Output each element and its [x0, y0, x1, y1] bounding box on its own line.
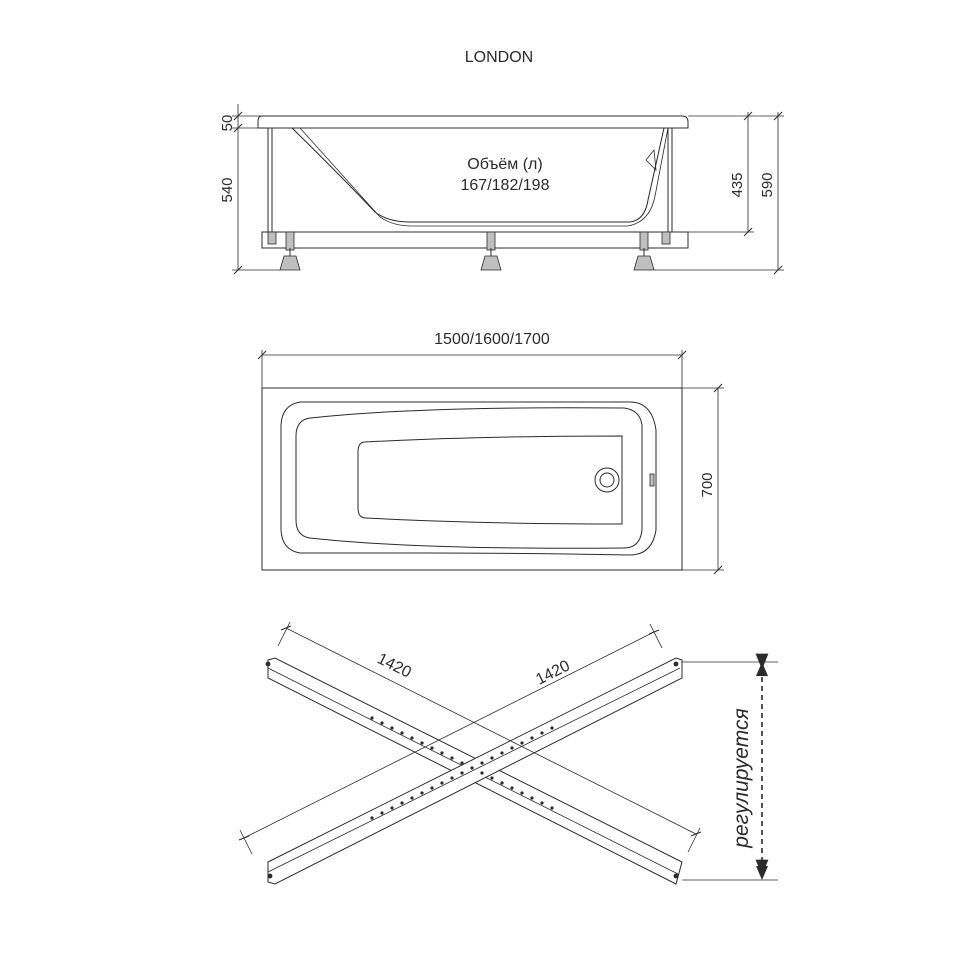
volume-label: Объём (л) [467, 156, 542, 173]
foot-right [633, 231, 655, 271]
dim-length: 1500/1600/1700 [434, 331, 550, 348]
frame-bar [261, 231, 689, 249]
foot-left [279, 231, 301, 271]
beam-a-holes [370, 716, 554, 810]
dim-line-beam-a [285, 627, 697, 835]
tub-bowl-outer [280, 401, 657, 556]
beam-b-holes [370, 726, 554, 820]
tub-rim [257, 115, 689, 129]
drain [594, 467, 620, 493]
model-title: LONDON [465, 49, 533, 66]
tub-outline-top [261, 387, 683, 571]
side-view: Объём (л) 167/182/198 50 540 435 590 [219, 104, 784, 275]
dim-width: 700 [699, 472, 716, 497]
adjustable-label: регулируется [730, 708, 753, 848]
frame-beam-b [267, 657, 683, 885]
tub-bowl-inner [295, 407, 643, 549]
dim-depth: 435 [729, 172, 746, 197]
tub-floor [357, 435, 623, 525]
dim-beam-left: 1420 [374, 650, 414, 681]
dim-total: 590 [759, 172, 776, 197]
drain-detail [645, 148, 657, 172]
tub-inner-contour [299, 127, 669, 227]
overflow [649, 473, 655, 487]
volume-values: 167/182/198 [461, 177, 550, 194]
foot-middle [480, 231, 502, 271]
dim-body: 540 [219, 177, 236, 202]
tub-body [291, 127, 665, 223]
dim-rim: 50 [219, 115, 236, 132]
top-view: 1500/1600/1700 700 [257, 331, 724, 575]
dim-beam-right: 1420 [533, 657, 573, 688]
frame-view: 1420 1420 регулируется [238, 621, 778, 885]
dim-line-beam-b [243, 631, 655, 839]
